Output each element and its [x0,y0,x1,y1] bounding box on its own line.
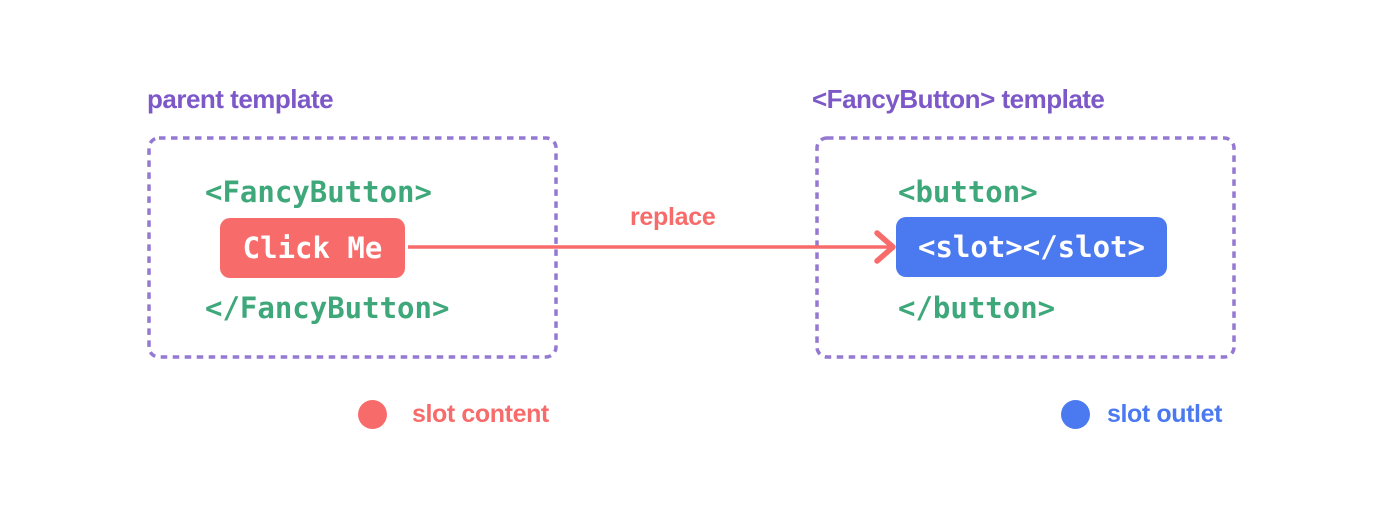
legend-slot-outlet: slot outlet [1061,400,1222,429]
replace-arrow-head-icon [874,230,896,264]
slot-outlet-box: <slot></slot> [896,217,1167,277]
slot-content-dot-icon [358,400,387,429]
fancybutton-template-title: <FancyButton> template [812,84,1105,114]
slot-outlet-dot-icon [1061,400,1090,429]
parent-template-title: parent template [147,84,334,114]
replace-label: replace [630,203,716,231]
click-me-button: Click Me [220,218,405,278]
parent-close-tag: </FancyButton> [205,291,450,325]
slot-content-label: slot content [412,400,549,428]
parent-open-tag: <FancyButton> [205,175,432,209]
legend-slot-content: slot content [358,400,549,429]
component-open-tag: <button> [898,175,1038,209]
component-close-tag: </button> [898,291,1056,325]
slot-outlet-label: slot outlet [1107,400,1223,428]
